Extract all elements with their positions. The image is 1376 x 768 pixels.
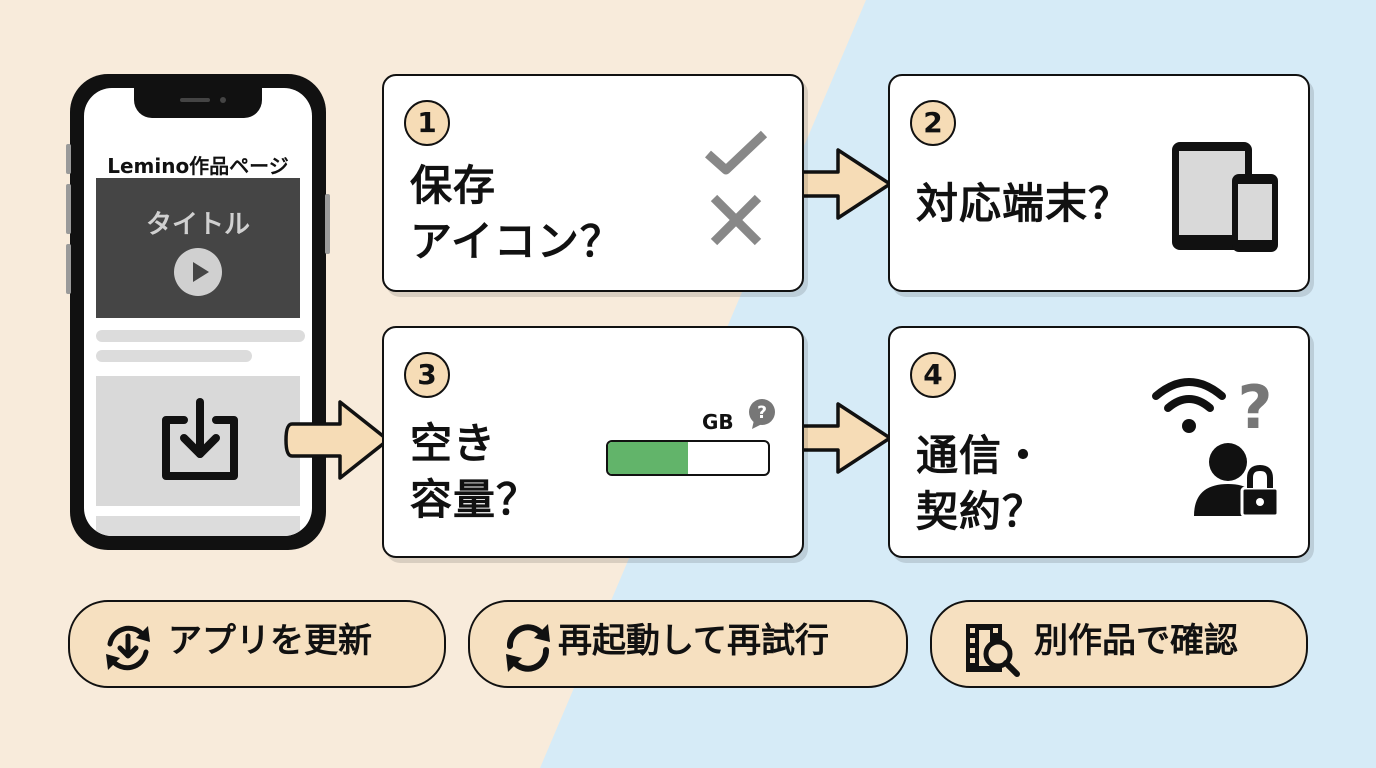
step-number-badge: 2 xyxy=(910,100,956,146)
pill-label: 再起動して再試行 xyxy=(558,621,829,661)
pill-label: 別作品で確認 xyxy=(1034,621,1238,661)
download-area xyxy=(96,376,300,506)
placeholder-text-line xyxy=(96,330,305,342)
step-card-2: 2 対応端末？ xyxy=(888,74,1310,292)
arrow-right-icon xyxy=(284,400,390,480)
step-label: 保存 アイコン？ xyxy=(410,161,623,266)
phone-page-title: Lemino作品ページ xyxy=(107,154,289,178)
pill-label: アプリを更新 xyxy=(168,621,372,661)
check-other-title-button[interactable]: 別作品で確認 xyxy=(930,600,1308,688)
download-icon[interactable] xyxy=(158,398,242,484)
update-app-icon xyxy=(106,625,150,671)
step-label: 対応端末？ xyxy=(916,179,1132,228)
step-card-4: 4 通信・ 契約？ ? xyxy=(888,326,1310,558)
step-number-badge: 4 xyxy=(910,352,956,398)
wifi-icon xyxy=(1152,378,1226,433)
step-number-badge: 3 xyxy=(404,352,450,398)
check-icon xyxy=(705,130,768,175)
film-search-icon xyxy=(966,624,1020,677)
video-thumbnail[interactable]: タイトル xyxy=(96,178,300,318)
step-number-badge: 1 xyxy=(404,100,450,146)
update-app-button[interactable]: アプリを更新 xyxy=(68,600,446,688)
question-mark-icon: ? xyxy=(1238,373,1273,434)
tablet-phone-icon xyxy=(1172,142,1278,252)
user-lock-icon xyxy=(1194,443,1280,518)
step-card-3: 3 空き 容量？ GB ? xyxy=(382,326,804,558)
svg-text:?: ? xyxy=(1238,373,1273,434)
placeholder-text-line xyxy=(96,350,252,362)
restart-retry-button[interactable]: 再起動して再試行 xyxy=(468,600,908,688)
restart-icon xyxy=(506,624,550,672)
storage-unit-label: GB xyxy=(702,410,734,434)
svg-text:?: ? xyxy=(757,403,767,423)
video-title: タイトル xyxy=(145,210,250,240)
step-label: 空き 容量？ xyxy=(410,419,540,524)
smartphone: Lemino作品ページ タイトル xyxy=(66,74,330,550)
placeholder-block xyxy=(96,516,300,536)
step-label: 通信・ 契約？ xyxy=(916,431,1046,536)
storage-bar xyxy=(606,440,770,476)
step-card-1: 1 保存 アイコン？ xyxy=(382,74,804,292)
play-icon[interactable] xyxy=(174,248,222,296)
cross-icon xyxy=(710,194,762,246)
storage-bar-fill xyxy=(608,442,688,474)
phone-screen: Lemino作品ページ タイトル xyxy=(84,88,312,536)
question-bubble-icon: ? xyxy=(749,399,775,429)
phone-notch xyxy=(134,88,262,118)
